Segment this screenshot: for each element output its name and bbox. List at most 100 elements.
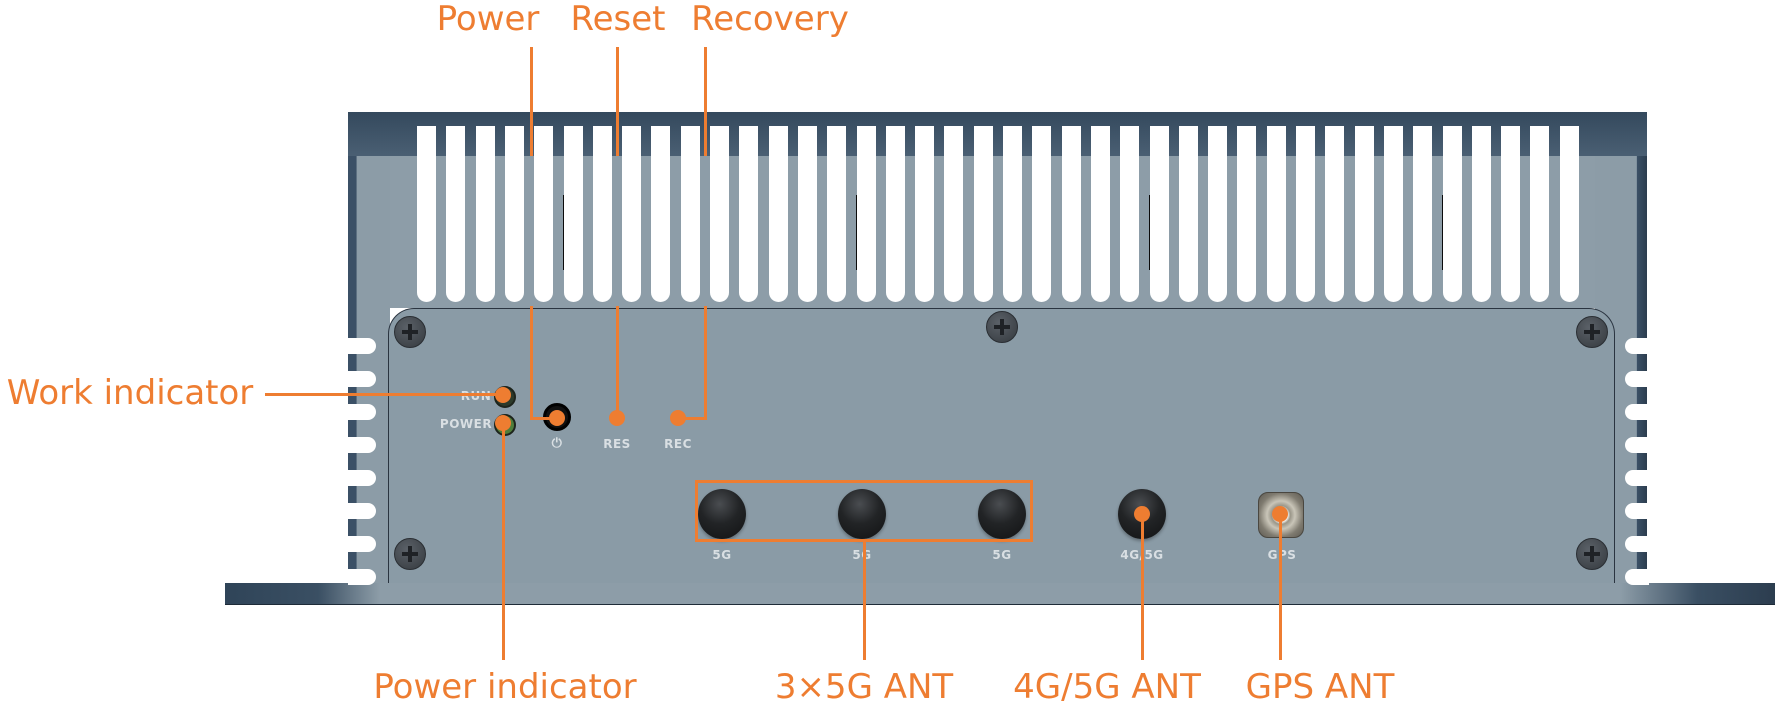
- fin-slot: [592, 126, 612, 302]
- fin: [1256, 156, 1267, 306]
- fin: [436, 156, 447, 306]
- fin-slot: [1237, 126, 1257, 302]
- fin: [934, 156, 945, 306]
- fin: [406, 156, 417, 306]
- fin-slot: [1061, 126, 1081, 302]
- fin: [992, 156, 1003, 306]
- fin-slot: [1149, 126, 1169, 302]
- fin: [1051, 156, 1062, 306]
- fin-slot: [446, 126, 466, 302]
- fin: [1197, 156, 1209, 306]
- fin-slot: [1530, 126, 1550, 302]
- power-led-label: POWER: [439, 417, 493, 431]
- antenna-connector-5g-1[interactable]: [698, 489, 746, 539]
- fin-slot: [1296, 126, 1315, 302]
- fin: [553, 156, 564, 306]
- fin: [1227, 156, 1238, 306]
- fin: [465, 156, 476, 306]
- screw-icon: [1576, 538, 1608, 570]
- reset-callout-dot: [609, 410, 625, 426]
- fin-slot: [710, 126, 729, 302]
- side-notch: [1625, 569, 1649, 585]
- fin-slot: [1354, 126, 1374, 302]
- fin: [1315, 156, 1326, 306]
- fin: [1520, 156, 1531, 306]
- side-notch: [1625, 371, 1649, 387]
- fin-slot: [680, 126, 700, 302]
- fin-slot: [1178, 126, 1198, 302]
- side-notch: [348, 437, 376, 453]
- fin-slot: [475, 126, 495, 302]
- side-notch: [348, 338, 376, 354]
- antenna-connector-5g-2[interactable]: [838, 489, 886, 539]
- fin-slot: [504, 126, 524, 302]
- screw-icon: [986, 311, 1018, 343]
- fin: [641, 156, 652, 306]
- fin: [1285, 156, 1296, 306]
- res-label: RES: [603, 437, 631, 451]
- fin-slot: [1325, 126, 1345, 302]
- power-callout-line: [530, 417, 557, 420]
- power-symbol-icon: ⏻: [551, 436, 563, 451]
- fin: [699, 156, 710, 306]
- side-notch: [1625, 437, 1649, 453]
- side-notch: [348, 503, 376, 519]
- fin-slot: [973, 126, 993, 302]
- ant2-label: 5G: [852, 548, 872, 562]
- fin: [1461, 156, 1472, 306]
- side-notch: [1625, 536, 1649, 552]
- fin-slot: [885, 126, 905, 302]
- fin-slot: [1383, 126, 1403, 302]
- fin: [875, 156, 886, 306]
- side-notch: [348, 569, 376, 585]
- screw-icon: [394, 538, 426, 570]
- fin-slot: [1501, 126, 1521, 302]
- 4g5g-ant-callout-label: 4G/5G ANT: [1013, 667, 1201, 707]
- fin-slot: [651, 126, 671, 302]
- recovery-callout-line: [678, 417, 707, 420]
- fin: [1139, 156, 1150, 306]
- fin-slot: [768, 126, 788, 302]
- fin-slot: [417, 126, 436, 302]
- fin: [846, 156, 857, 306]
- fin: [904, 156, 916, 306]
- 5g-antenna-group-box: [695, 480, 1033, 542]
- recovery-callout-dot: [670, 410, 686, 426]
- fin: [1022, 156, 1033, 306]
- fin-slot: [1090, 126, 1110, 302]
- power-callout-label: Power: [436, 0, 540, 39]
- fin-slot: [1413, 126, 1433, 302]
- fin-slot: [622, 126, 642, 302]
- fin: [1109, 156, 1121, 306]
- fin: [670, 156, 681, 306]
- fin-slot: [1471, 126, 1491, 302]
- fin: [1080, 156, 1091, 306]
- fin: [1344, 156, 1355, 306]
- gps-ant-callout-label: GPS ANT: [1245, 667, 1395, 707]
- fin: [494, 156, 505, 306]
- side-notch: [1625, 338, 1649, 354]
- fin: [1490, 156, 1502, 306]
- fin: [816, 156, 828, 306]
- work-indicator-callout-line: [265, 393, 503, 396]
- ant1-label: 5G: [712, 548, 732, 562]
- fin-slot: [1559, 126, 1579, 302]
- 5g-ant-callout-label: 3×5G ANT: [774, 667, 954, 707]
- antenna-connector-5g-3[interactable]: [978, 489, 1026, 539]
- reset-callout-label: Reset: [570, 0, 666, 39]
- fin-slot: [1032, 126, 1052, 302]
- fin: [1402, 156, 1414, 306]
- fin-slot: [1442, 126, 1462, 302]
- fin: [611, 156, 623, 306]
- ant3-label: 5G: [992, 548, 1012, 562]
- side-notch: [348, 470, 376, 486]
- side-notch: [1625, 503, 1649, 519]
- fin-slot: [915, 126, 935, 302]
- power-callout-dot: [549, 410, 565, 426]
- fin: [1373, 156, 1384, 306]
- work-indicator-callout-dot: [495, 387, 511, 403]
- fin: [1168, 156, 1179, 306]
- fin-slot: [534, 126, 554, 302]
- fin: [758, 156, 769, 306]
- fin: [1549, 156, 1560, 306]
